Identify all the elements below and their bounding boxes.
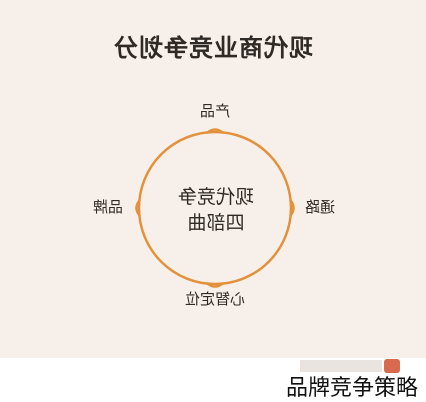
label-product: 产品	[200, 102, 231, 120]
label-mind-positioning: 心智定位	[185, 290, 246, 308]
main-circle	[137, 130, 293, 286]
center-text-line-1: 现代竞争	[178, 186, 255, 208]
left-notch	[135, 199, 141, 217]
four-part-circle	[135, 128, 295, 288]
right-notch	[289, 199, 295, 217]
bottom-notch	[206, 282, 224, 288]
label-channel: 通路	[305, 198, 336, 216]
circle-diagram	[135, 128, 295, 288]
diagram-panel: 现代商业竞争划分 产品 品牌 通路 心智定位 现代竞争 四部曲	[0, 0, 426, 358]
caption: 品牌竞争策略	[285, 376, 418, 401]
watermark-bar	[300, 360, 382, 372]
label-brand: 品牌	[93, 198, 124, 216]
watermark-logo-icon	[384, 359, 400, 373]
top-notch	[206, 128, 224, 134]
center-text-line-2: 四部曲	[187, 212, 245, 234]
